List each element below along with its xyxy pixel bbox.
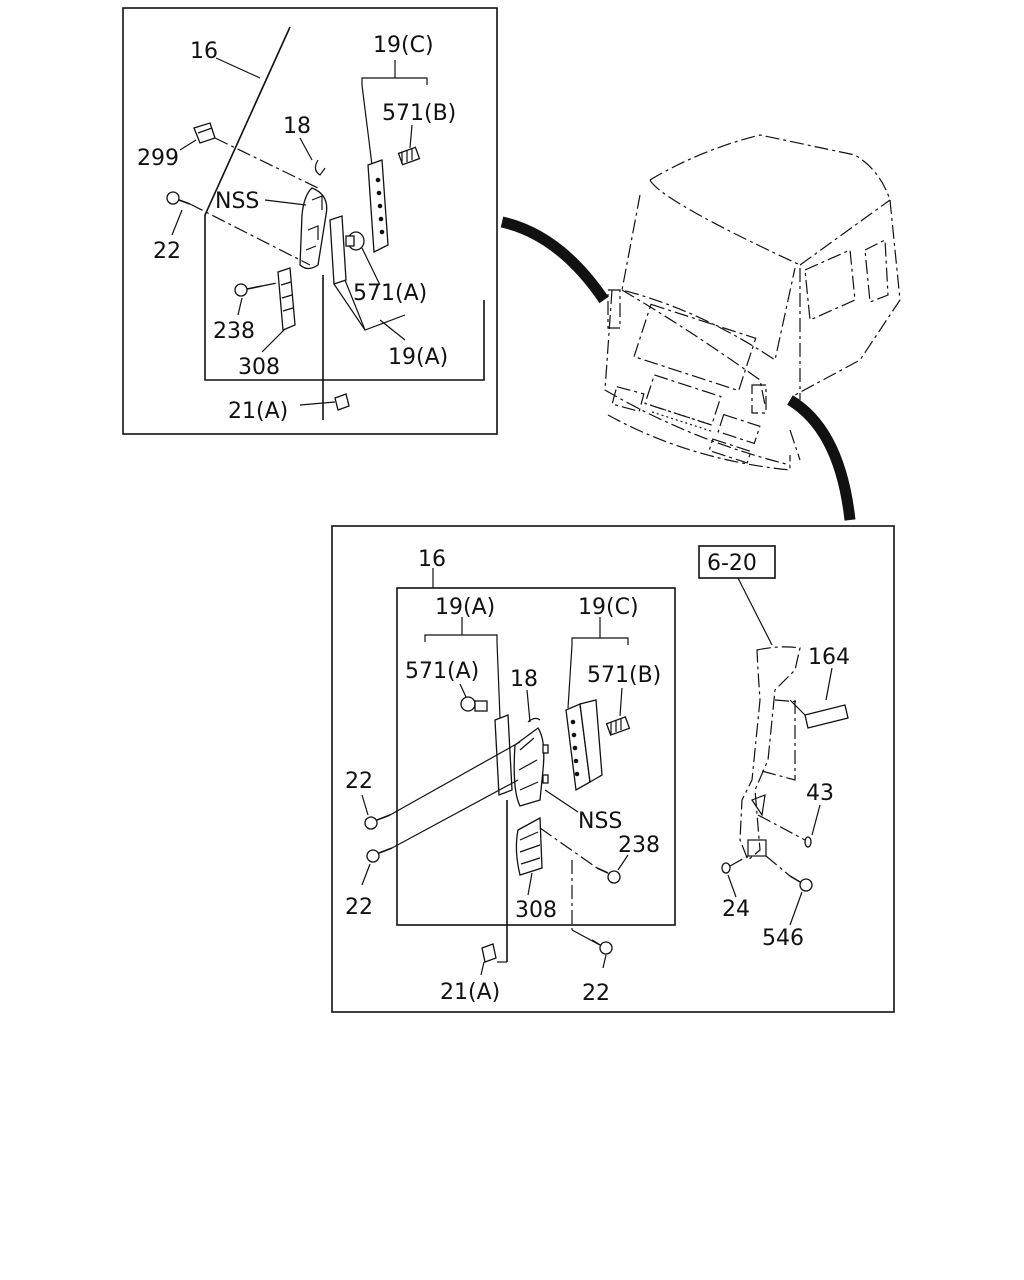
label-308: 308 (238, 355, 280, 380)
label-21a: 21(A) (228, 399, 288, 424)
label-238: 238 (213, 319, 255, 344)
lower-lens-plate (494, 714, 513, 796)
lower-lamp-strip (565, 699, 603, 792)
lower-bulb-571b (605, 716, 631, 736)
upper-lens-plate (329, 215, 347, 285)
upper-part-299 (193, 122, 216, 144)
label-22-c: 22 (582, 981, 610, 1006)
label-18: 18 (510, 667, 538, 692)
label-238: 238 (618, 833, 660, 858)
label-19a: 19(A) (435, 595, 495, 620)
lower-bulb-571a (460, 696, 488, 712)
label-19c: 19(C) (373, 33, 434, 58)
upper-screw-22 (166, 191, 191, 205)
label-16: 16 (190, 39, 218, 64)
truck-cab-illustration (500, 134, 901, 521)
label-22-b: 22 (345, 895, 373, 920)
lower-detail-panel: 16 19(A) 19(C) 571(A) 18 571(B) 22 22 NS… (331, 525, 895, 1013)
part-546-screw (789, 875, 813, 892)
label-16: 16 (418, 547, 446, 572)
label-22-a: 22 (345, 769, 373, 794)
label-nss: NSS (578, 809, 622, 834)
lower-screw-22-b (366, 847, 393, 863)
lower-nss-housing (513, 727, 549, 807)
lower-screw-22-a (364, 814, 391, 830)
label-299: 299 (137, 146, 179, 171)
upper-panel-frame (122, 7, 498, 435)
label-308: 308 (515, 898, 557, 923)
label-19a: 19(A) (388, 345, 448, 370)
label-546: 546 (762, 926, 804, 951)
label-571b: 571(B) (587, 663, 661, 688)
label-19c: 19(C) (578, 595, 639, 620)
lower-screw-22-c (591, 939, 613, 955)
ref-6-20-box (698, 545, 776, 579)
label-nss: NSS (215, 189, 259, 214)
lower-assembly-box (396, 587, 676, 926)
upper-cover-308 (277, 267, 296, 331)
lower-indicator-arrow (787, 395, 856, 521)
label-571b: 571(B) (382, 101, 456, 126)
label-6-20: 6-20 (707, 551, 757, 576)
lower-panel-frame (331, 525, 895, 1013)
part-24 (721, 862, 731, 874)
label-571a: 571(A) (353, 281, 427, 306)
upper-lamp-strip (367, 159, 389, 254)
upper-bulb-571b (397, 146, 421, 166)
label-18: 18 (283, 114, 311, 139)
lower-clip-21a (481, 943, 497, 963)
label-571a: 571(A) (405, 659, 479, 684)
label-43: 43 (806, 781, 834, 806)
label-21a: 21(A) (440, 980, 500, 1005)
upper-nss-housing (299, 187, 328, 270)
upper-bulb-571a (345, 231, 365, 251)
part-43 (804, 836, 812, 848)
label-22: 22 (153, 239, 181, 264)
part-164-strip (804, 704, 849, 729)
upper-clip-21a (334, 393, 350, 411)
lower-screw-238 (596, 867, 621, 884)
label-164: 164 (808, 645, 850, 670)
upper-screw-238 (234, 283, 263, 297)
upper-detail-panel: 16 19(C) 571(B) 18 299 NSS 22 571(A) 238… (122, 7, 498, 435)
upper-indicator-arrow (500, 216, 609, 304)
pillar-cover (739, 646, 801, 861)
upper-assembly-bracket (204, 26, 485, 381)
label-24: 24 (722, 897, 750, 922)
lower-cover-308 (515, 816, 543, 876)
